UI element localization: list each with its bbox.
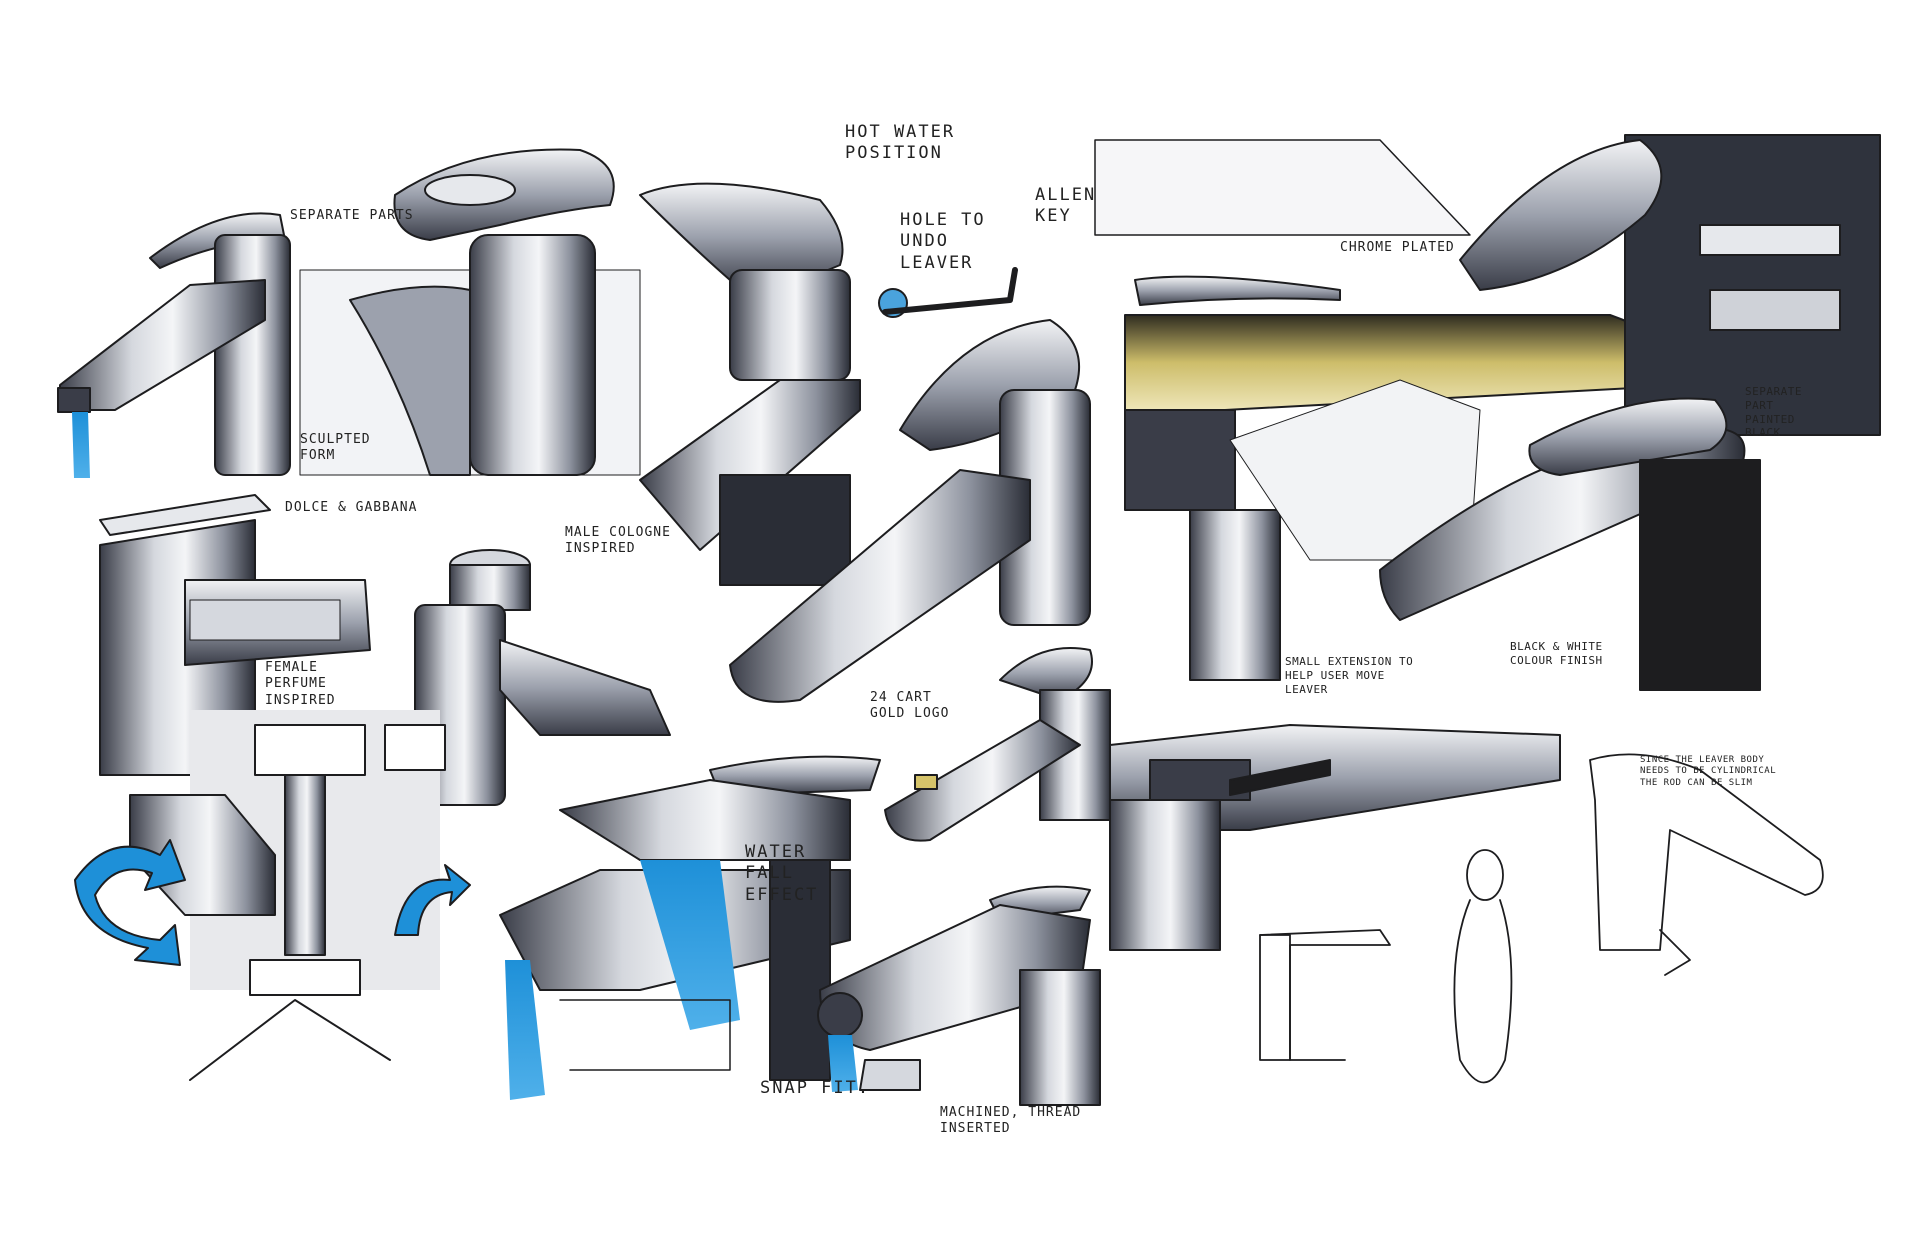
faucet-sketch-8 bbox=[414, 549, 671, 806]
water-stream-icon bbox=[505, 960, 545, 1100]
faucet-sketch-1 bbox=[57, 212, 291, 476]
annotation-allen-key: Allen key bbox=[1035, 185, 1097, 227]
annotation-leaver-note: Since the leaver body needs to be cylind… bbox=[1640, 755, 1777, 788]
annotation-black-white: Black & white colour finish bbox=[1510, 640, 1603, 667]
rotation-arrow-icon bbox=[394, 864, 471, 936]
water-stream-icon bbox=[72, 412, 90, 478]
annotation-sculpted-form: Sculpted form bbox=[300, 432, 371, 464]
faucet-sketch-6 bbox=[1379, 134, 1881, 691]
annotation-separate-parts: Separate parts bbox=[290, 208, 414, 223]
faucet-sketch-9 bbox=[129, 710, 446, 1081]
faucet-sketch-12 bbox=[559, 885, 1101, 1106]
annotation-machined: Machined, thread inserted bbox=[940, 1105, 1082, 1137]
annotation-hole-undo: Hole to undo leaver bbox=[900, 210, 986, 273]
faucet-sketch-10 bbox=[499, 755, 881, 1081]
faucet-sketch-4 bbox=[729, 319, 1091, 703]
annotation-male-cologne: Male cologne inspired bbox=[565, 525, 671, 557]
faucet-sketch-3 bbox=[639, 182, 1018, 586]
faucet-sketch-14 bbox=[1259, 753, 1824, 1084]
annotation-hot-water: Hot water position bbox=[845, 122, 956, 164]
rotation-arrow-icon bbox=[74, 839, 186, 966]
annotation-female-perfume: Female perfume inspired bbox=[265, 660, 336, 708]
faucet-sketch-2 bbox=[299, 148, 641, 476]
faucet-sketch-13 bbox=[1109, 724, 1561, 951]
annotation-dolce: Dolce & Gabbana bbox=[285, 500, 418, 515]
annotation-waterfall: Water fall effect bbox=[745, 842, 819, 905]
water-stream-icon bbox=[828, 1035, 858, 1092]
annotation-gold-logo: 24 cart gold logo bbox=[870, 690, 950, 722]
annotation-separate-painted: Separate part painted black bbox=[1745, 385, 1802, 440]
water-stream-icon bbox=[640, 860, 740, 1030]
annotation-chrome-plated: Chrome plated bbox=[1340, 240, 1455, 255]
annotation-small-extension: Small extension to help user move leaver bbox=[1285, 655, 1414, 696]
faucet-sketch-11 bbox=[884, 647, 1111, 842]
annotation-snap-fit: Snap fit. bbox=[760, 1078, 871, 1098]
faucet-sketch-5 bbox=[1094, 139, 1701, 681]
